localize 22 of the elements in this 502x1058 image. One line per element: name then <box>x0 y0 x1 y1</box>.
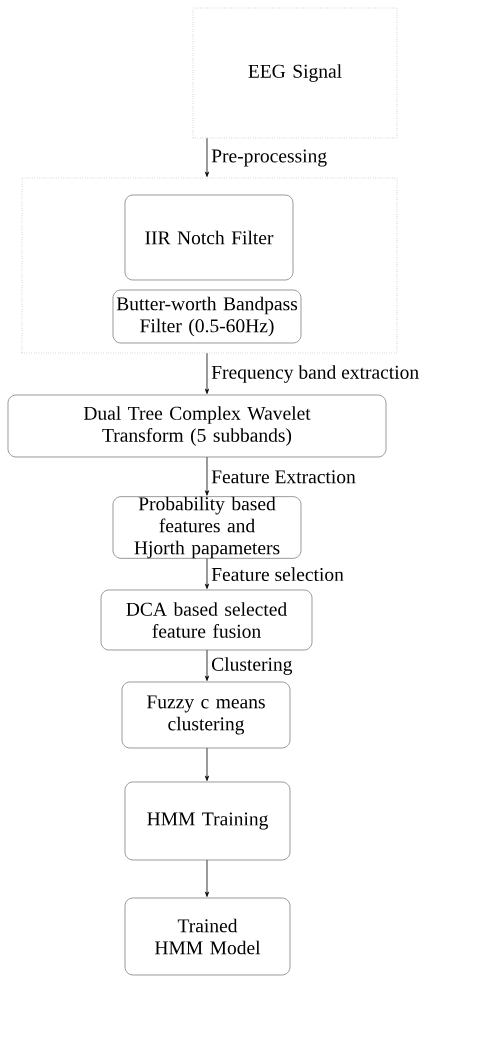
process-box: IIR Notch Filter <box>124 194 294 281</box>
group-box <box>21 177 398 354</box>
arrow <box>205 456 209 496</box>
process-box: Fuzzy c means clustering <box>121 681 291 749</box>
process-box: Butter-worth Bandpass Filter (0.5-60Hz) <box>112 289 302 344</box>
arrow <box>205 649 209 681</box>
edge-label: Frequency band extraction <box>211 365 419 383</box>
process-box: DCA based selected feature fusion <box>100 589 313 651</box>
arrow <box>205 137 209 177</box>
process-box: Probability based features and Hjorth papameters <box>112 496 302 559</box>
edge-label: Feature selection <box>211 567 344 581</box>
edge-label: Pre-processing <box>211 149 327 167</box>
input-box: EEG Signal <box>192 7 398 139</box>
process-box: Dual Tree Complex Wavelet Transform (5 subbands) <box>7 394 387 458</box>
arrow <box>205 859 209 897</box>
edge-label: Feature Extraction <box>211 470 356 484</box>
edge-label: Clustering <box>212 657 293 675</box>
arrow <box>205 352 209 394</box>
arrow <box>205 558 209 589</box>
process-box: HMM Training <box>124 781 291 861</box>
arrow <box>205 747 209 781</box>
process-box: Trained HMM Model <box>124 897 291 976</box>
